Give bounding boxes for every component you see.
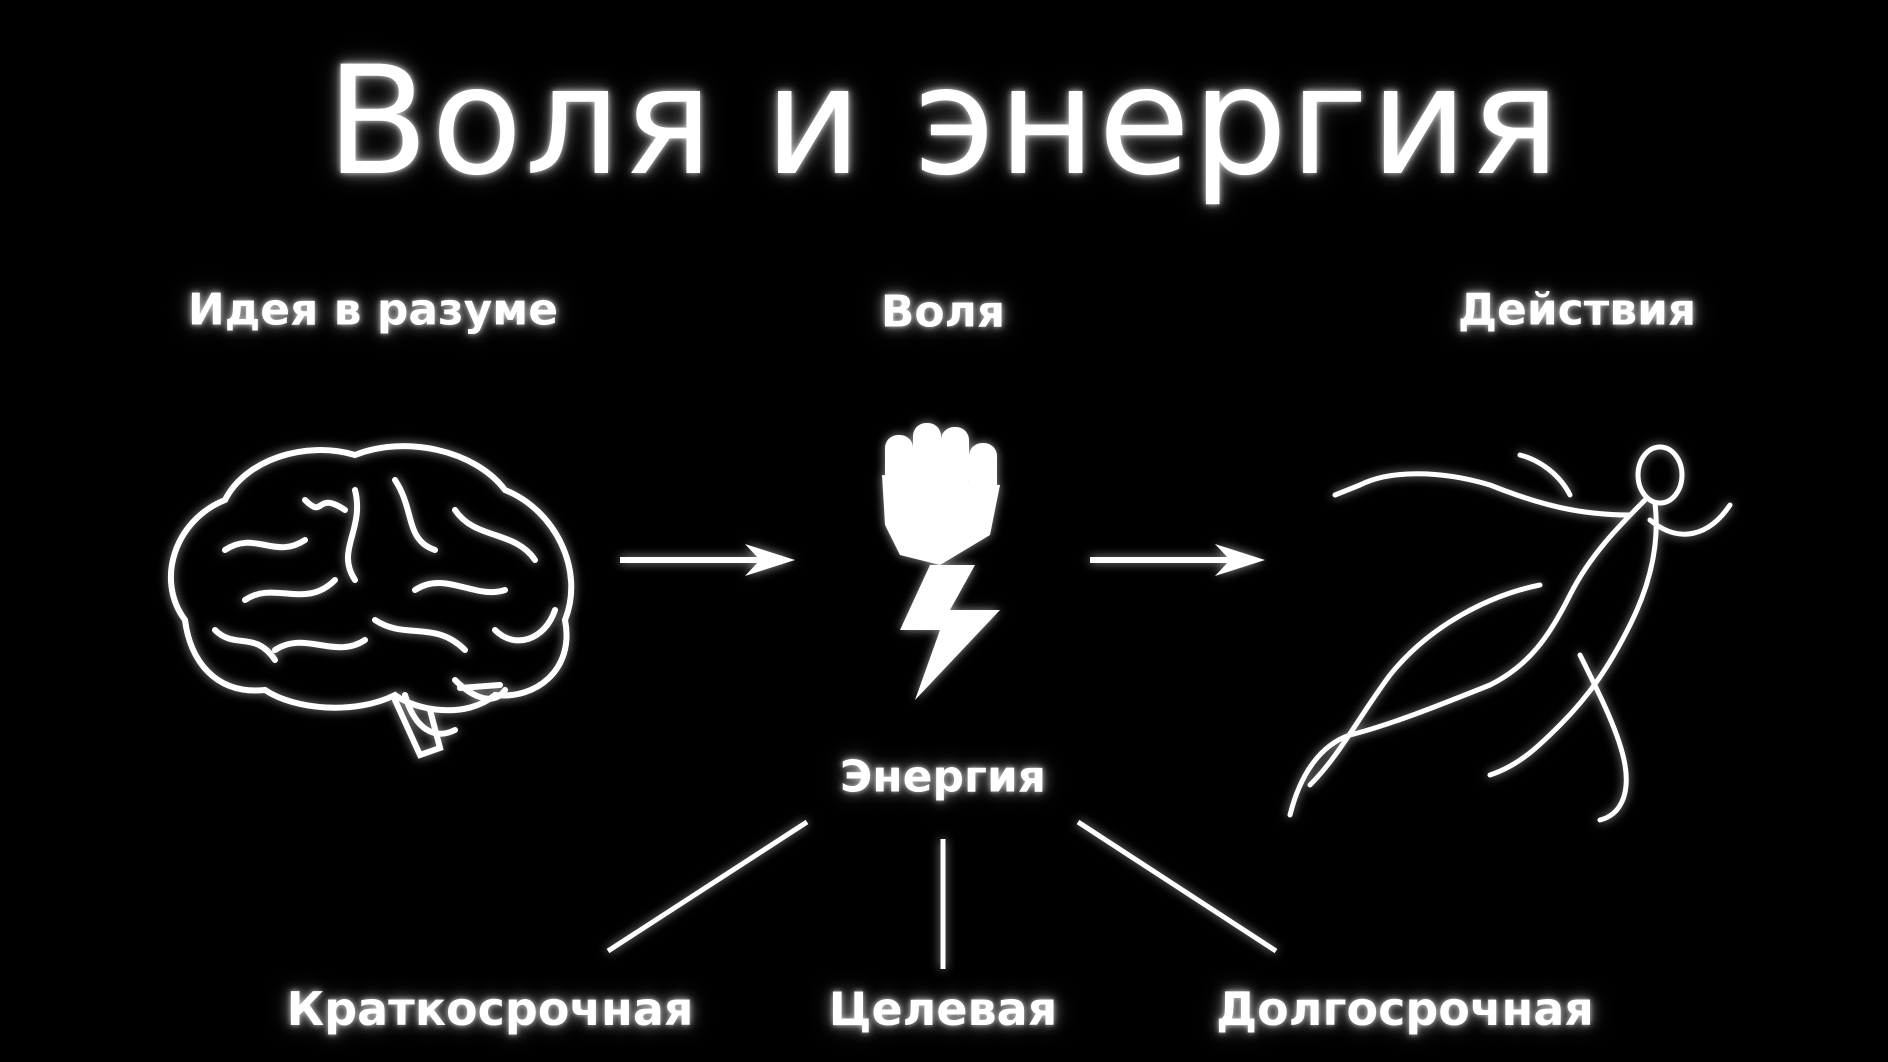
label-long-term: Долгосрочная <box>1216 982 1594 1036</box>
label-short-term: Краткосрочная <box>286 982 694 1036</box>
label-target: Целевая <box>828 982 1058 1036</box>
arrow-right-icon <box>620 544 795 576</box>
label-energy: Энергия <box>839 751 1047 803</box>
connector-short-term <box>606 819 809 954</box>
label-idea: Идея в разуме <box>187 284 559 336</box>
connector-long-term <box>1076 819 1278 954</box>
diagram-title: Воля и энергия <box>325 35 1563 209</box>
runner-icon <box>1287 444 1733 823</box>
fist-lightning-icon <box>882 423 1000 700</box>
label-actions: Действия <box>1457 284 1697 336</box>
label-will: Воля <box>880 286 1006 338</box>
brain-icon <box>167 443 575 759</box>
arrow-right-icon <box>1090 544 1265 576</box>
